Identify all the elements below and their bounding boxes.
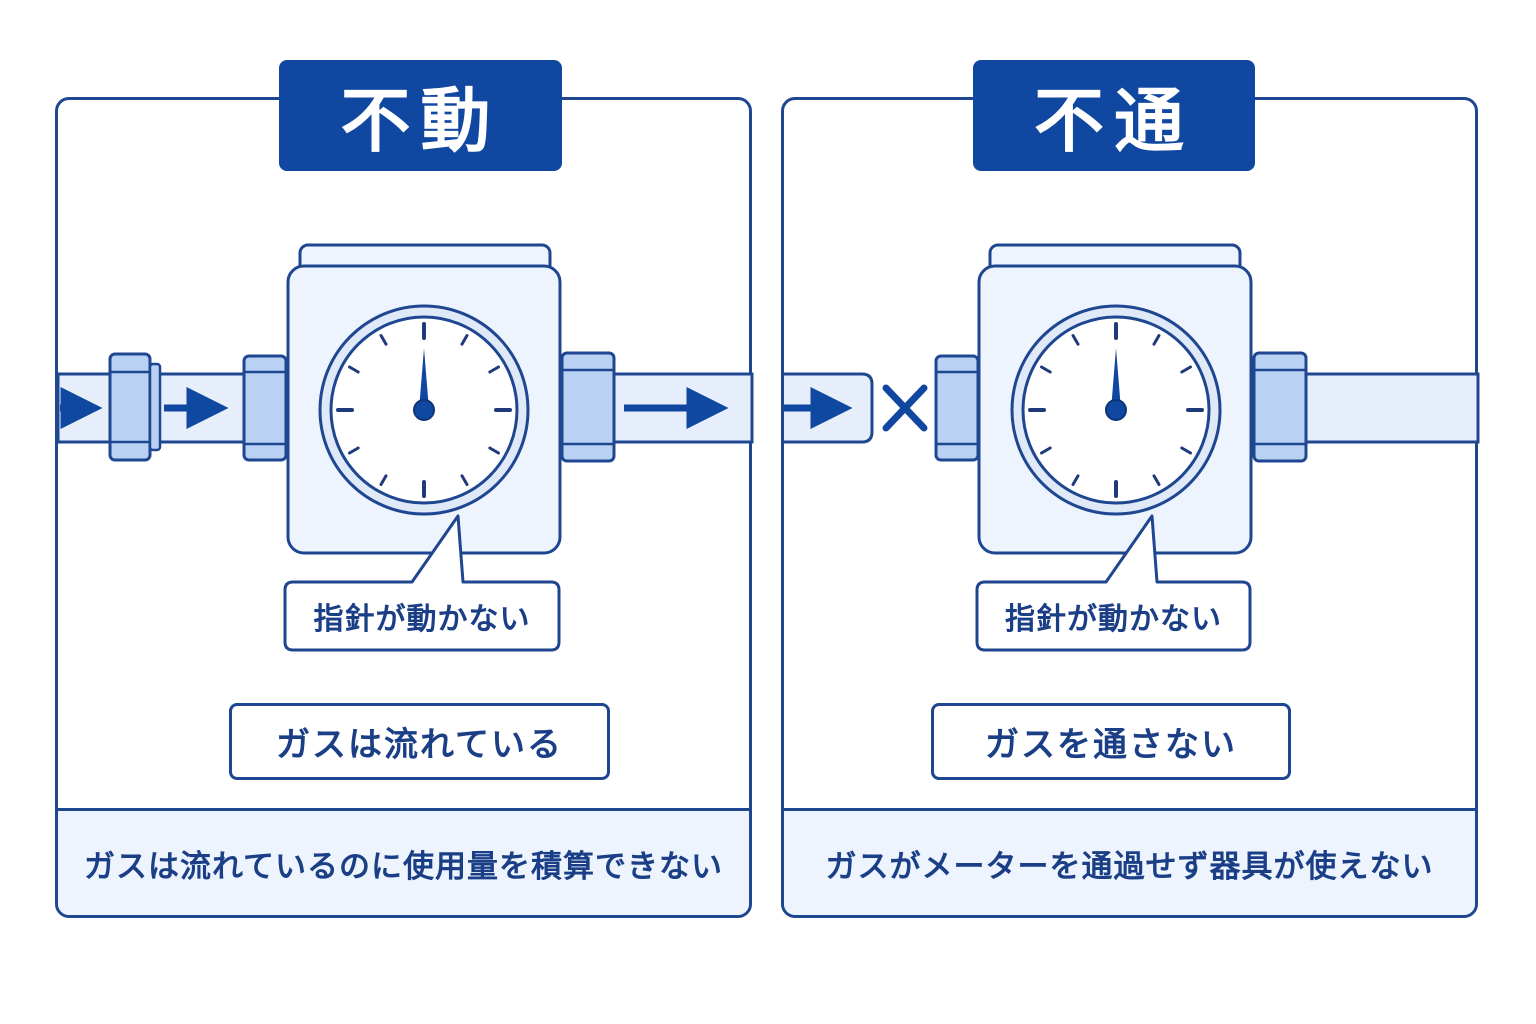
status-label-futsuu: ガスを通さない	[931, 703, 1291, 780]
footer-caption-fudou: ガスは流れているのに使用量を積算できない	[58, 808, 749, 915]
gauge-dial-right	[1010, 304, 1222, 516]
callout-text-left: 指針が動かない	[313, 602, 531, 637]
pipe-union-fitting	[108, 352, 162, 462]
status-label-fudou: ガスは流れている	[229, 703, 610, 780]
pipe-right-outlet	[1288, 372, 1480, 444]
panel-fudou: ガスは流れているのに使用量を積算できない	[55, 97, 752, 918]
gauge-dial-left	[318, 304, 530, 516]
callout-bubble-right	[975, 514, 1252, 652]
footer-caption-futsuu: ガスがメーターを通過せず器具が使えない	[784, 808, 1475, 915]
title-fudou: 不動	[279, 60, 562, 171]
callout-text-right: 指針が動かない	[1005, 602, 1222, 637]
title-futsuu: 不通	[973, 60, 1255, 171]
blocked-x-mark	[882, 384, 928, 432]
callout-bubble-left	[283, 514, 561, 652]
